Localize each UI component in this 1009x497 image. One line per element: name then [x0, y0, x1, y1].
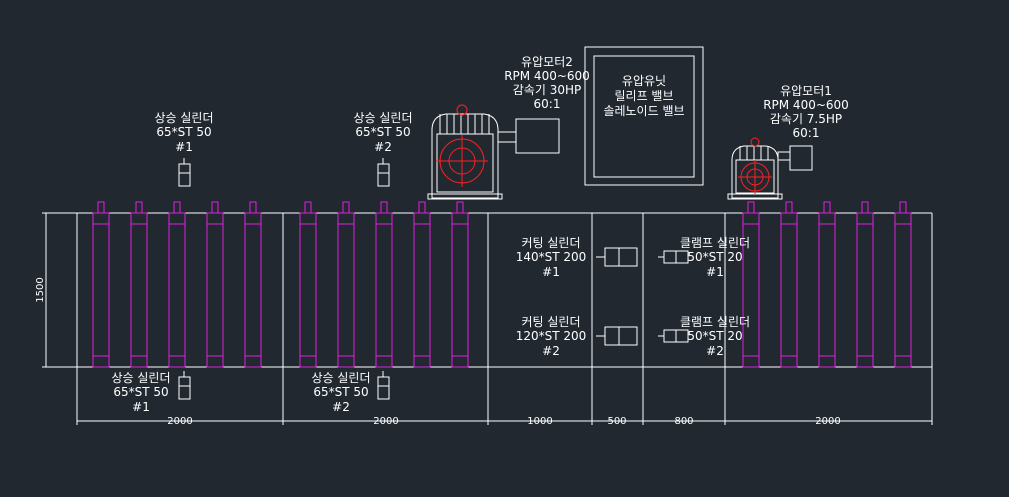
cutting-cylinder-icon-2: [596, 326, 638, 346]
lift-top-2-number: #2: [374, 140, 392, 154]
motor1-reducer: 감속기 7.5HP: [770, 112, 842, 126]
clamp-1-number: #1: [706, 265, 724, 279]
dimension-d6: 2000: [815, 416, 840, 427]
motor1-ratio: 60:1: [793, 126, 820, 140]
gear-reducer-2-icon: [427, 104, 517, 200]
clamp-cylinder-icon-1: [658, 250, 689, 264]
lift-bottom-1-name: 상승 실린더: [111, 371, 170, 385]
lift-cylinder-icon-bottom-2: [377, 371, 390, 400]
lift-top-1-number: #1: [175, 140, 193, 154]
lift-cylinder-icon-top-1: [178, 158, 191, 187]
dimension-d1: 2000: [167, 416, 192, 427]
roller-group-2: [299, 201, 469, 368]
lift-cylinder-icon-top-2: [377, 158, 390, 187]
gear-reducer-1-icon: [727, 137, 791, 200]
lift-top-2-name: 상승 실린더: [353, 111, 412, 125]
hydraulic-motor-1-icon: [789, 145, 813, 171]
clamp-1-spec: 50*ST 20: [687, 250, 742, 264]
lift-bottom-1-spec: 65*ST 50: [113, 385, 168, 399]
motor2-label: 유압모터2 RPM 400~600 감속기 30HP 60:1: [504, 55, 590, 111]
lift-top-2-spec: 65*ST 50: [355, 125, 410, 139]
lift-bottom-1-number: #1: [132, 400, 150, 414]
motor2-ratio: 60:1: [534, 97, 561, 111]
lift-top-1-spec: 65*ST 50: [156, 125, 211, 139]
lift-cylinder-icon-bottom-1: [178, 371, 191, 400]
lift-bottom-2-number: #2: [332, 400, 350, 414]
cutting-1-spec: 140*ST 200: [516, 250, 587, 264]
motor1-label: 유압모터1 RPM 400~600 감속기 7.5HP 60:1: [763, 84, 849, 140]
roller-group-1: [92, 201, 262, 368]
lift-bottom-2-name: 상승 실린더: [311, 371, 370, 385]
roller-group-3: [742, 201, 912, 368]
lift-bottom-2-label: 상승 실린더 65*ST 50 #2: [311, 371, 370, 414]
lift-top-1-label: 상승 실린더 65*ST 50 #1: [154, 111, 213, 154]
motor1-name: 유압모터1: [780, 84, 832, 98]
relief-valve-label: 릴리프 밸브: [614, 89, 673, 103]
dimension-d2: 2000: [373, 416, 398, 427]
hydraulic-unit-name: 유압유닛: [622, 74, 666, 88]
clamp-1-name: 클램프 실린더: [680, 236, 750, 250]
cutting-1-name: 커팅 실린더: [521, 236, 580, 250]
clamp-1-label: 클램프 실린더 50*ST 20 #1: [680, 236, 750, 279]
clamp-2-name: 클램프 실린더: [680, 315, 750, 329]
lift-bottom-2-spec: 65*ST 50: [313, 385, 368, 399]
dimension-height: 1500: [35, 277, 46, 302]
clamp-2-label: 클램프 실린더 50*ST 20 #2: [680, 315, 750, 358]
solenoid-valve-label: 솔레노이드 밸브: [603, 104, 684, 118]
dimension-d3: 1000: [527, 416, 552, 427]
cutting-2-label: 커팅 실린더 120*ST 200 #2: [516, 315, 587, 358]
cutting-1-number: #1: [542, 265, 560, 279]
dimension-bottom: [76, 417, 933, 425]
lift-top-1-name: 상승 실린더: [154, 111, 213, 125]
motor2-rpm: RPM 400~600: [504, 69, 590, 83]
clamp-cylinder-icon-2: [658, 329, 689, 343]
motor2-reducer: 감속기 30HP: [513, 83, 581, 97]
clamp-2-number: #2: [706, 344, 724, 358]
dimension-d5: 800: [674, 416, 693, 427]
cutting-1-label: 커팅 실린더 140*ST 200 #1: [516, 236, 587, 279]
cutting-cylinder-icon-1: [596, 247, 638, 267]
hydraulic-unit-label: 유압유닛 릴리프 밸브 솔레노이드 밸브: [603, 74, 684, 118]
lift-top-2-label: 상승 실린더 65*ST 50 #2: [353, 111, 412, 154]
hydraulic-unit-box: [584, 46, 704, 186]
hydraulic-motor-2-icon: [515, 118, 560, 154]
clamp-2-spec: 50*ST 20: [687, 329, 742, 343]
cutting-2-spec: 120*ST 200: [516, 329, 587, 343]
motor2-name: 유압모터2: [521, 55, 573, 69]
dimension-d4: 500: [607, 416, 626, 427]
motor1-rpm: RPM 400~600: [763, 98, 849, 112]
lift-bottom-1-label: 상승 실린더 65*ST 50 #1: [111, 371, 170, 414]
dimension-left: [42, 212, 50, 368]
cutting-2-number: #2: [542, 344, 560, 358]
cutting-2-name: 커팅 실린더: [521, 315, 580, 329]
